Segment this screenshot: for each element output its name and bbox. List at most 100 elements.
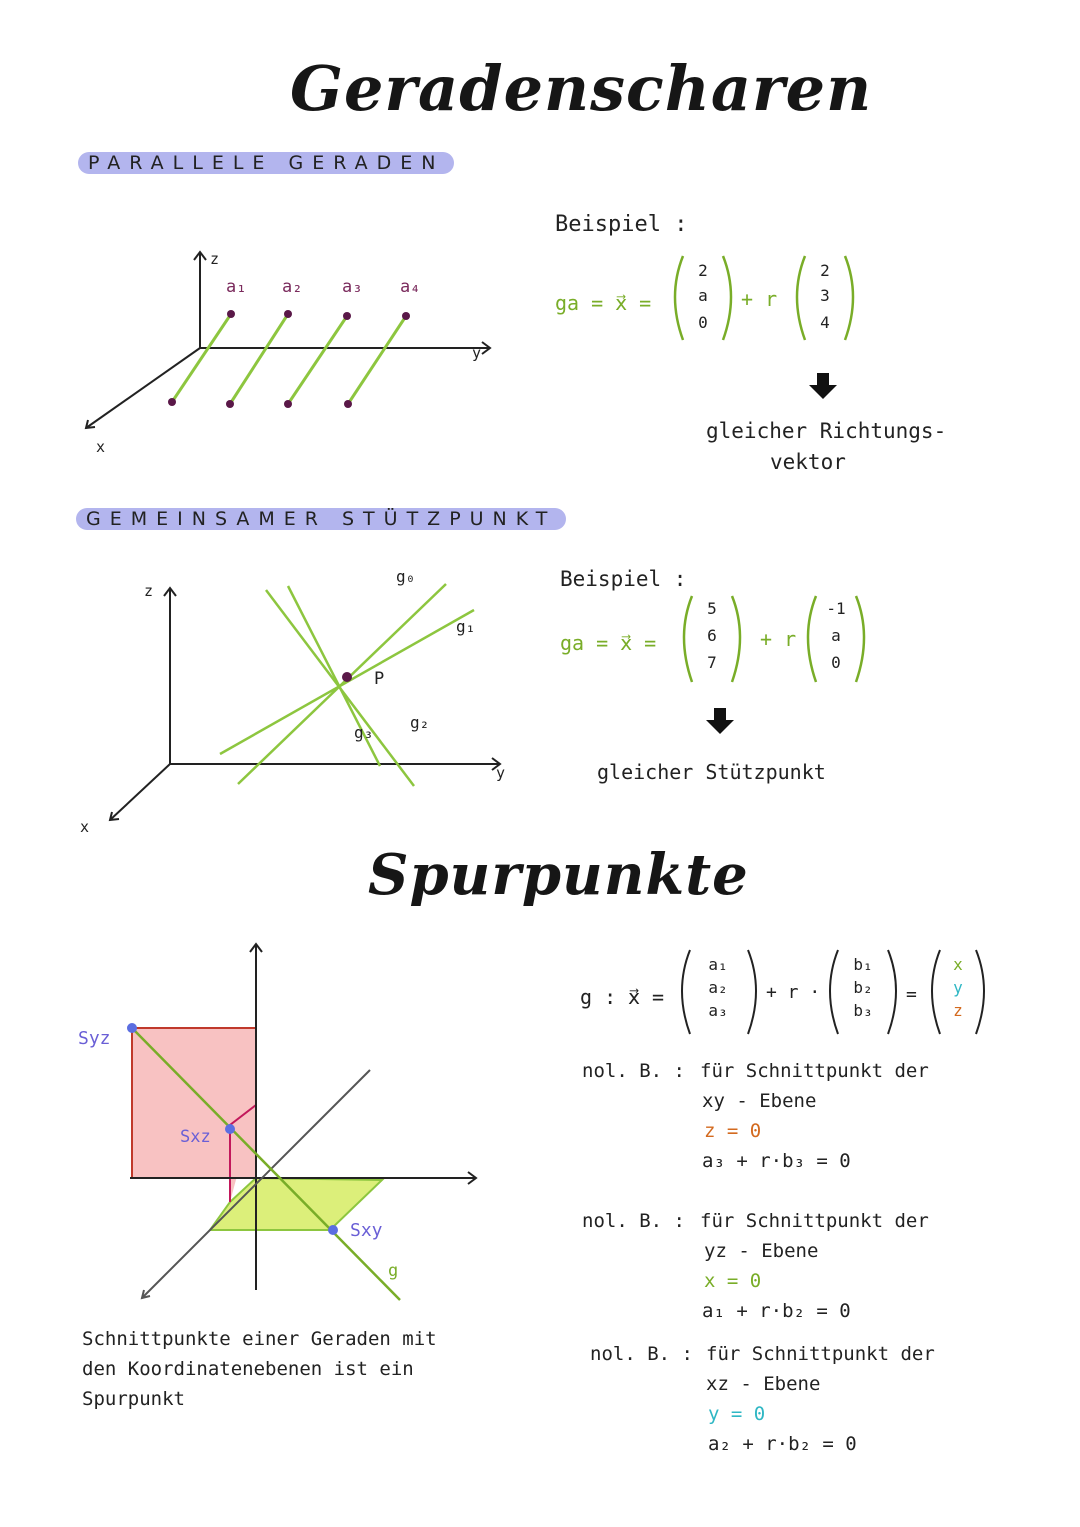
spurpunkte-equation: g : x⃗ = a₁ a₂ a₃ + r · b₁ b₂ b₃ = x y z xyxy=(580,949,985,1035)
equation-lhs: g : x⃗ = xyxy=(580,985,664,1009)
point-a1-bottom xyxy=(168,398,176,406)
down-arrow-icon xyxy=(706,708,734,734)
parallel-line-a2 xyxy=(228,313,290,405)
plus-r: + r xyxy=(760,627,796,651)
vec2-x: 2 xyxy=(820,261,830,280)
vec1-y: a xyxy=(698,286,708,305)
vec-y: y xyxy=(953,978,963,997)
x-axis xyxy=(85,347,201,429)
x-axis-arrow xyxy=(84,419,96,430)
x-axis xyxy=(109,763,171,821)
line-g0 xyxy=(237,583,447,785)
paren-right xyxy=(721,255,733,341)
paren-a-left xyxy=(681,949,691,1035)
condition-1-plane: xy - Ebene xyxy=(702,1090,817,1112)
paren-b-left xyxy=(829,949,839,1035)
point-a2-bottom xyxy=(226,400,234,408)
vec-a2: a₂ xyxy=(708,978,727,997)
condition-3-coord: y = 0 xyxy=(708,1403,766,1425)
line-g xyxy=(131,1027,401,1301)
y-axis-arrow xyxy=(481,341,492,355)
vec-b3: b₃ xyxy=(853,1001,872,1020)
condition-1-equation: a₃ + r·b₃ = 0 xyxy=(702,1150,851,1172)
equation-common-point: ga = x⃗ = 5 6 7 + r -1 a 0 xyxy=(560,595,866,683)
parallel-line-a1 xyxy=(170,313,233,403)
condition-3-label: nol. B. : xyxy=(590,1343,693,1365)
spurpunkte-title: Spurpunkte xyxy=(368,842,749,908)
condition-2-text: für Schnittpunkt der xyxy=(700,1210,929,1232)
point-sxy xyxy=(328,1225,338,1235)
label-g: g xyxy=(388,1261,398,1281)
paren-left-2 xyxy=(795,255,807,341)
x-axis-label: x xyxy=(96,438,105,456)
paren-a-right xyxy=(747,949,757,1035)
line-g3 xyxy=(286,585,382,767)
paren-xyz-right xyxy=(975,949,985,1035)
y-axis-label: y xyxy=(472,344,481,362)
equation-parallel: ga = x⃗ = 2 a 0 + r 2 3 4 xyxy=(555,255,855,341)
result-text-1a: gleicher Richtungs- xyxy=(706,419,947,443)
condition-1-coord: z = 0 xyxy=(704,1120,762,1142)
paren-left-2 xyxy=(806,595,818,683)
condition-3-text: für Schnittpunkt der xyxy=(706,1343,935,1365)
parallel-line-a3 xyxy=(286,315,349,405)
vec2-x: -1 xyxy=(826,599,845,618)
z-axis-arrow xyxy=(163,586,177,597)
spurpunkte-diagram: Syz Sxz Sxy g xyxy=(78,942,478,1301)
down-arrow-icon xyxy=(809,373,837,399)
y-axis-label: y xyxy=(496,764,505,782)
vec1-z: 0 xyxy=(698,313,708,332)
parallel-lines-diagram: z y x a₁ a₂ a₃ a₄ xyxy=(84,250,492,456)
point-p-label: P xyxy=(374,669,384,689)
condition-3-plane: xz - Ebene xyxy=(706,1373,821,1395)
vec-a1: a₁ xyxy=(708,955,727,974)
point-a4-top xyxy=(402,312,410,320)
label-sxz: Sxz xyxy=(180,1127,211,1147)
paren-b-right xyxy=(887,949,897,1035)
label-g0: g₀ xyxy=(396,570,415,586)
label-g3: g₃ xyxy=(354,723,373,742)
condition-2-coord: x = 0 xyxy=(704,1270,762,1292)
paren-right-2 xyxy=(843,255,855,341)
point-syz xyxy=(127,1023,137,1033)
common-point-diagram: P g₀ g₁ g₂ g₃ z y x xyxy=(80,570,505,836)
label-g1: g₁ xyxy=(456,617,475,636)
equals-sign: = xyxy=(906,984,917,1005)
caption-line-2: den Koordinatenebenen ist ein xyxy=(82,1358,414,1380)
section-heading-common-point: GEMEINSAMER STÜTZPUNKT xyxy=(76,508,567,530)
label-a4: a₄ xyxy=(400,277,420,297)
caption-line-3: Spurpunkt xyxy=(82,1388,185,1410)
section-heading-parallel: PARALLELE GERADEN xyxy=(78,152,455,174)
example-label-1: Beispiel : xyxy=(555,212,688,237)
point-a3-top xyxy=(343,312,351,320)
result-text-1b: vektor xyxy=(770,450,846,474)
equation-lhs: ga = x⃗ = xyxy=(555,291,651,315)
x-axis-arrow xyxy=(140,1289,151,1300)
example-label-2: Beispiel : xyxy=(560,567,687,591)
label-g2: g₂ xyxy=(410,713,429,732)
point-a2-top xyxy=(284,310,292,318)
point-p xyxy=(342,672,352,682)
condition-2-plane: yz - Ebene xyxy=(704,1240,819,1262)
paren-right-2 xyxy=(854,595,866,683)
vec2-y: a xyxy=(831,626,841,645)
x-axis-label: x xyxy=(80,818,89,836)
plus-r: + r xyxy=(741,287,777,311)
paren-right xyxy=(730,595,742,683)
x-axis-arrow xyxy=(108,811,120,822)
paren-left xyxy=(673,255,685,341)
label-sxy: Sxy xyxy=(350,1220,383,1241)
page-title: Geradenscharen xyxy=(290,52,873,125)
vec2-z: 4 xyxy=(820,313,830,332)
point-a3-bottom xyxy=(284,400,292,408)
vec1-y: 6 xyxy=(707,626,717,645)
label-a3: a₃ xyxy=(342,277,362,297)
label-a1: a₁ xyxy=(226,277,246,297)
vec-a3: a₃ xyxy=(708,1001,727,1020)
point-sxz xyxy=(225,1124,235,1134)
caption-line-1: Schnittpunkte einer Geraden mit xyxy=(82,1328,437,1350)
vec-z: z xyxy=(953,1001,963,1020)
paren-xyz-left xyxy=(931,949,941,1035)
plus-r-dot: + r · xyxy=(766,982,820,1003)
condition-1-text: für Schnittpunkt der xyxy=(700,1060,929,1082)
